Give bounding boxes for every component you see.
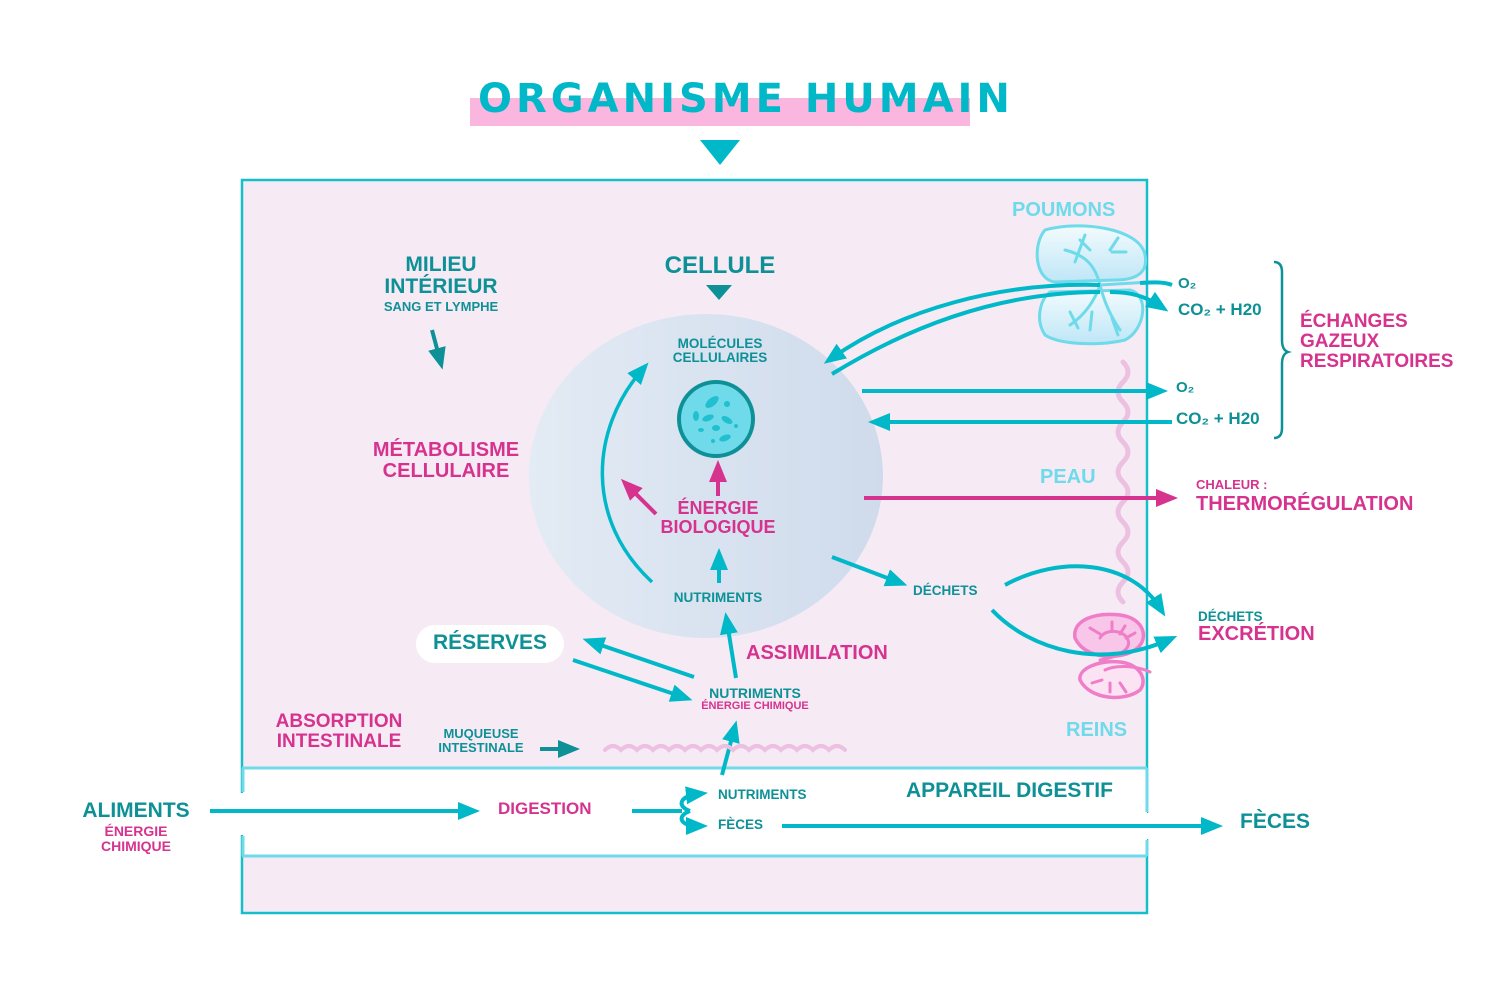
arrow-energie-to-molecules [620, 478, 658, 516]
nutriments-energie-label: NUTRIMENTS ÉNERGIE CHIMIQUE [680, 686, 830, 712]
excretion-label: DÉCHETS EXCRÉTION [1198, 609, 1315, 646]
cellule-title: CELLULE [664, 252, 776, 279]
arrow-dechets-bottom [990, 608, 1178, 657]
lungs-icon [1035, 224, 1152, 346]
page-title: ORGANISME HUMAIN [478, 76, 1014, 122]
lung-co2-label: CO₂ + H20 [1178, 300, 1262, 319]
metabolisme-line1: MÉTABOLISME [372, 439, 520, 461]
cell-nutriments-label: NUTRIMENTS [673, 590, 763, 605]
line-cell-to-lungs [830, 290, 1101, 376]
molecules-label: MOLÉCULES CELLULAIRES [650, 336, 790, 366]
gas-exchange-brace [1273, 260, 1292, 440]
arrow-assimilation [720, 612, 738, 679]
excretion-line1: DÉCHETS [1198, 609, 1263, 624]
chaleur-line1: CHALEUR : [1196, 477, 1268, 492]
arrow-nutriments-to-molecules [600, 362, 654, 584]
milieu-sub: SANG ET LYMPHE [383, 299, 499, 315]
reserves-label: RÉSERVES [433, 631, 547, 654]
aliments-label: ALIMENTS ÉNERGIE CHIMIQUE [70, 799, 202, 854]
arrow-nutriments-to-reserves [582, 637, 695, 679]
arrow-split-nutriments [679, 786, 708, 813]
chaleur-line2: THERMORÉGULATION [1196, 492, 1414, 515]
muqueuse-line1: MUQUEUSE [443, 726, 519, 741]
reins-label: REINS [1066, 719, 1128, 741]
gas-exchange-line3: RESPIRATOIRES [1300, 350, 1454, 372]
intestinal-mucosa-wave [603, 744, 847, 753]
arrow-split-feces [679, 809, 708, 835]
absorption-line2: INTESTINALE [276, 730, 402, 752]
skin-o2-label: O₂ [1176, 379, 1195, 396]
skin-wave [1115, 359, 1131, 605]
gas-exchange-line1: ÉCHANGES [1300, 311, 1408, 332]
absorption-line1: ABSORPTION [275, 711, 403, 732]
cellule-down-triangle [706, 285, 732, 300]
nutriments-energie-line1: NUTRIMENTS [709, 685, 801, 701]
line-lungs-o2-out [1139, 280, 1173, 287]
aliments-title: ALIMENTS [82, 799, 190, 822]
arrow-milieu-interieur [428, 329, 446, 370]
energie-biologique-label: ÉNERGIE BIOLOGIQUE [638, 499, 798, 537]
aliments-sub1: ÉNERGIE [104, 823, 168, 840]
left-wall-gap [238, 793, 248, 835]
skin-co2-label: CO₂ + H20 [1176, 409, 1260, 428]
reserves-pill [416, 625, 564, 663]
digest-nutriments-label: NUTRIMENTS [718, 787, 807, 802]
milieu-line2: INTÉRIEUR [384, 275, 498, 299]
muqueuse-label: MUQUEUSE INTESTINALE [426, 727, 536, 754]
arrow-reserves-to-nutriments [572, 658, 693, 702]
energie-line2: BIOLOGIQUE [660, 516, 776, 537]
gas-exchange-label: ÉCHANGES GAZEUX RESPIRATOIRES [1300, 312, 1453, 372]
arrow-cell-to-dechets [831, 555, 908, 587]
milieu-line1: MILIEU [405, 253, 477, 276]
arrow-lungs-co2-out [1109, 290, 1169, 312]
arrow-absorption [720, 720, 740, 776]
poumons-label: POUMONS [1012, 199, 1116, 221]
dechets-label: DÉCHETS [913, 583, 978, 598]
energie-line1: ÉNERGIE [677, 498, 759, 518]
aliments-sub2: CHIMIQUE [101, 837, 171, 854]
nucleus-icon [677, 380, 755, 458]
milieu-interieur-label: MILIEU INTÉRIEUR SANG ET LYMPHE [346, 253, 536, 315]
excretion-line2: EXCRÉTION [1198, 623, 1315, 646]
nutriments-energie-line2: ÉNERGIE CHIMIQUE [701, 699, 809, 712]
muqueuse-line2: INTESTINALE [438, 739, 524, 755]
metabolisme-label: MÉTABOLISME CELLULAIRE [356, 440, 536, 482]
peau-label: PEAU [1040, 466, 1096, 488]
molecules-line2: CELLULAIRES [672, 350, 768, 366]
molecules-line1: MOLÉCULES [677, 336, 763, 351]
title-down-triangle [700, 140, 740, 165]
feces-out-label: FÈCES [1240, 810, 1311, 833]
lung-o2-label: O₂ [1178, 275, 1197, 292]
kidneys-icon [1073, 612, 1152, 700]
digestion-label: DIGESTION [498, 799, 592, 818]
chaleur-label: CHALEUR : THERMORÉGULATION [1196, 478, 1413, 515]
digest-feces-label: FÈCES [718, 817, 764, 832]
arrow-dechets-top [1004, 564, 1166, 617]
metabolisme-line2: CELLULAIRE [382, 460, 510, 482]
arrow-lungs-to-cell [823, 282, 1101, 364]
appareil-digestif-label: APPAREIL DIGESTIF [906, 779, 1113, 802]
assimilation-label: ASSIMILATION [746, 642, 888, 664]
cell-body [529, 314, 883, 638]
absorption-label: ABSORPTION INTESTINALE [258, 712, 420, 752]
title-highlight [470, 98, 970, 126]
gas-exchange-line2: GAZEUX [1300, 330, 1380, 352]
